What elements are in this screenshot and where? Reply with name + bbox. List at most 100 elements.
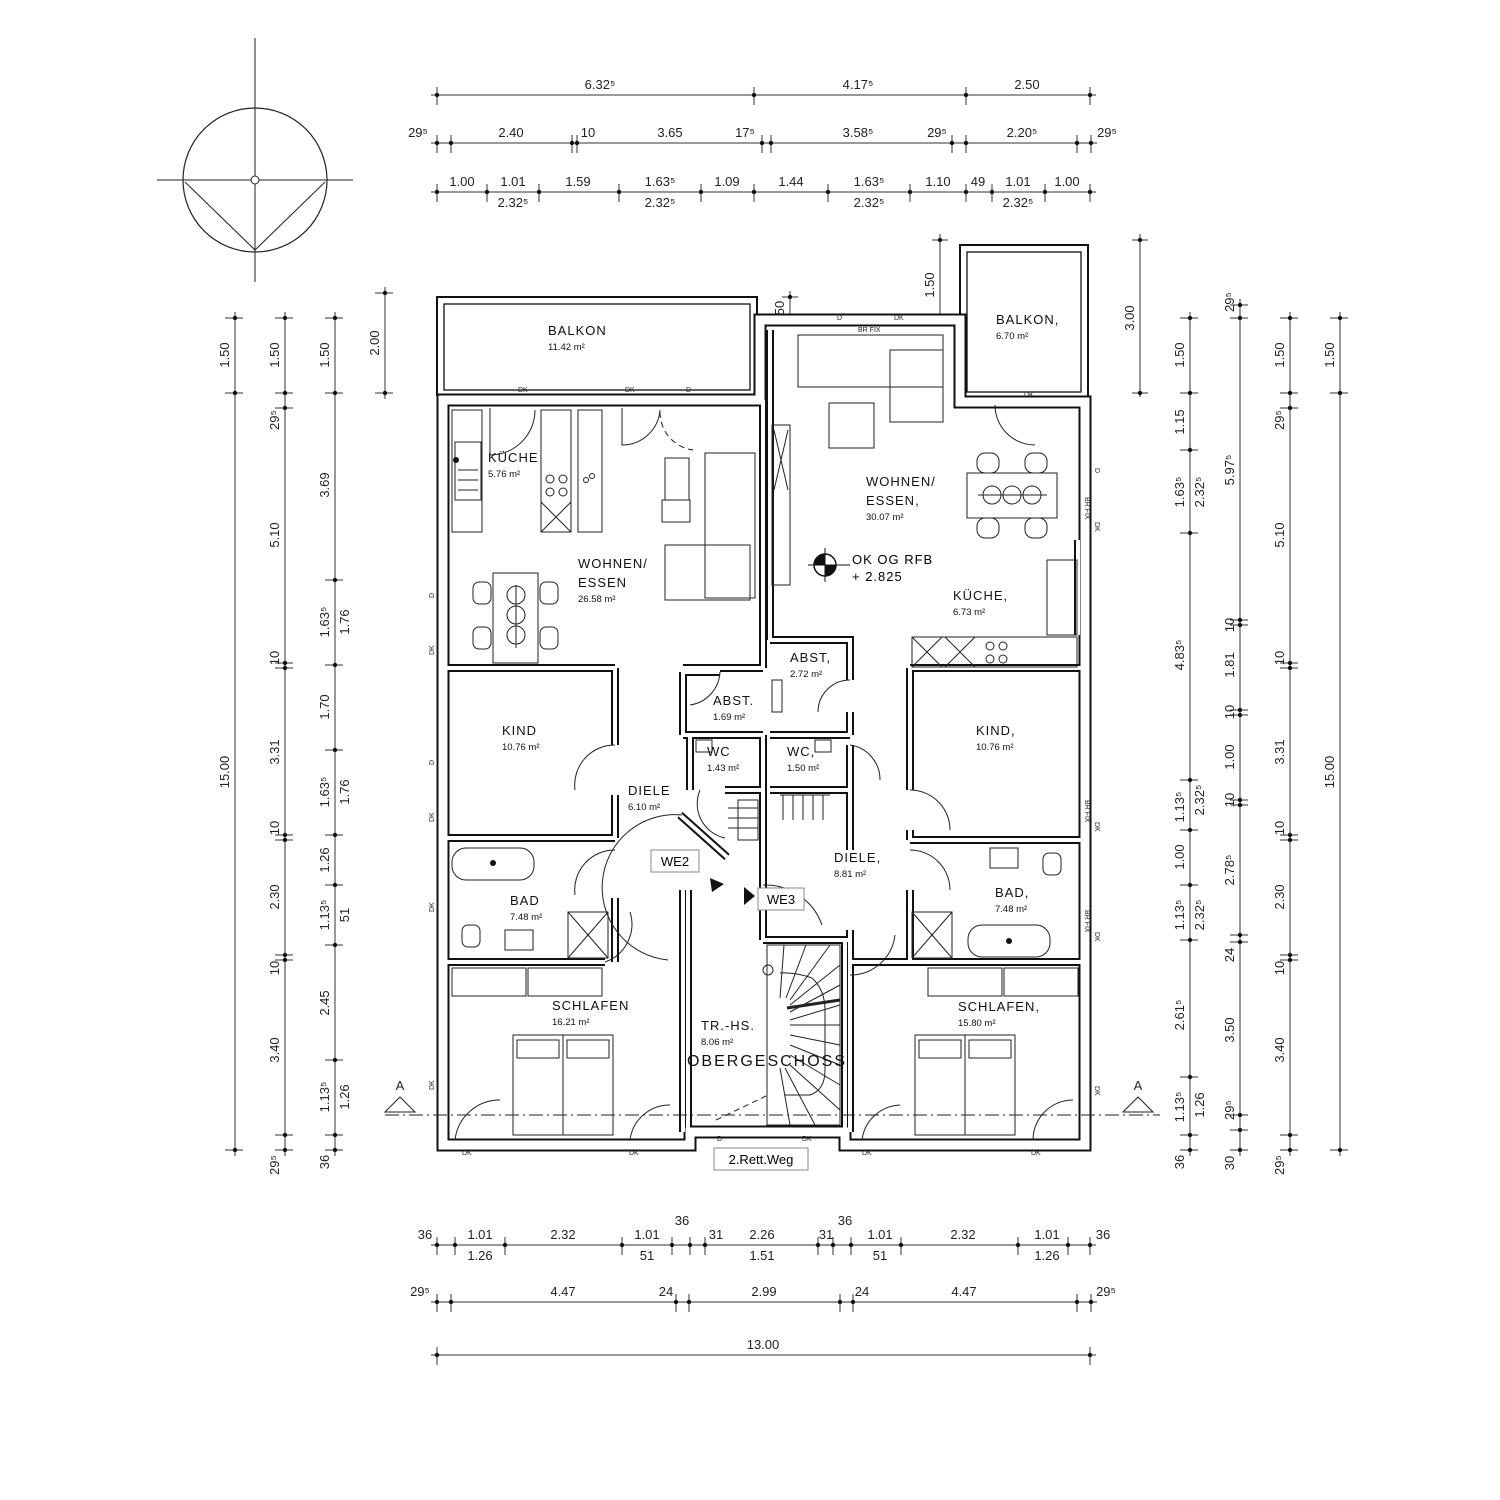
dimension-dot [898,1242,904,1248]
dimension-label: 51 [873,1248,887,1263]
dimension-label: 1.00 [449,174,474,189]
dimension-label: 51 [337,908,352,922]
dimension-dot [850,1299,856,1305]
dimension-label: 2.32⁵ [1192,900,1207,931]
dimension-label: 1.13⁵ [317,1082,332,1113]
dimension-dot [282,660,288,666]
room-name: ABST. [713,693,754,708]
room-area: 2.72 m² [790,669,822,680]
dimension-label: 1.01 [1005,174,1030,189]
dimension-label: 2.32 [550,1227,575,1242]
room-name: WC, [787,744,815,759]
dimension-dot [759,140,765,146]
dimension-dot [1237,932,1243,938]
dimension-label: 1.13⁵ [1172,900,1187,931]
room-name: ESSEN [578,575,627,590]
dimension-label: 1.50 [217,342,232,367]
dimension-dot [673,1299,679,1305]
dimension-label: 1.26 [467,1248,492,1263]
dimension-label: 1.00 [1172,844,1187,869]
dimension-label: 1.13⁵ [1172,792,1187,823]
room-name: KIND, [976,723,1016,738]
dimension-label: 2.99 [751,1284,776,1299]
dimension-dot [1237,617,1243,623]
dimension-label: 29⁵ [267,410,282,430]
tag-we2: WE2 [661,854,689,869]
dimension-label: 4.83⁵ [1172,640,1187,671]
dimension-label: 3.40 [1272,1037,1287,1062]
dimension-label: 1.76 [337,609,352,634]
door-type-label: DK [625,387,635,394]
dimension-dot [332,662,338,668]
dimension-label: 1.00 [1054,174,1079,189]
door-type-label: BR FIX [1083,497,1090,520]
dimension-dot [1287,837,1293,843]
room-label: WC,1.50 m² [787,744,819,774]
dimension-label: 2.40 [498,125,523,140]
dimension-label: 1.63⁵ [317,777,332,808]
dimension-label: 1.50 [1172,342,1187,367]
dimension-label: 6.32⁵ [585,77,616,92]
door-type-label: DK [1093,822,1100,832]
dimension-dot [949,140,955,146]
dimension-dot [232,1147,238,1153]
dimension-dot [1237,1112,1243,1118]
dimension-label: 1.50 [1322,342,1337,367]
dimension-label: 1.01 [500,174,525,189]
dimension-label: 2.32⁵ [1192,785,1207,816]
dimension-label: 3.31 [267,739,282,764]
room-area: 10.76 m² [502,742,540,753]
dimension-dot [1187,937,1193,943]
dimension-label: 2.45 [317,990,332,1015]
room-label: WC1.43 m² [707,744,739,774]
dimension-dot [1087,92,1093,98]
dimension-label: 2.00 [367,330,382,355]
dimension-label: 29⁵ [1222,1100,1237,1120]
dimension-dot [434,1242,440,1248]
dimension-label: 1.81 [1222,652,1237,677]
dimension-label: 1.01 [634,1227,659,1242]
tag-we3: WE3 [767,892,795,907]
dimension-dot [1187,390,1193,396]
dimension-dot [1337,390,1343,396]
dimension-dot [825,189,831,195]
dimension-label: 10 [1272,961,1287,975]
dimension-dot [502,1242,508,1248]
dimension-dot [1087,1352,1093,1358]
dimension-label: 1.01 [867,1227,892,1242]
room-name: DIELE, [834,850,881,865]
dimension-dot [830,1242,836,1248]
dimension-dot [332,1132,338,1138]
room-label: WOHNEN/ESSEN,30.07 m² [866,474,935,523]
dimension-label: 1.51 [749,1248,774,1263]
dimension-dot [815,1242,821,1248]
dimension-dot [1287,405,1293,411]
dimension-label: 29⁵ [408,125,428,140]
room-name: SCHLAFEN [552,998,629,1013]
door-type-label: DK [1024,392,1034,399]
dimension-dot [382,290,388,296]
dimension-dot [448,140,454,146]
dimension-dot [686,1299,692,1305]
door-type-label: D [837,315,842,322]
dimension-label: 4.47 [951,1284,976,1299]
dimension-label: 1.10 [925,174,950,189]
dimension-label: 2.30 [267,884,282,909]
dimension-label: 1.01 [467,1227,492,1242]
dimension-label: 3.69 [317,472,332,497]
room-name: ABST, [790,650,831,665]
